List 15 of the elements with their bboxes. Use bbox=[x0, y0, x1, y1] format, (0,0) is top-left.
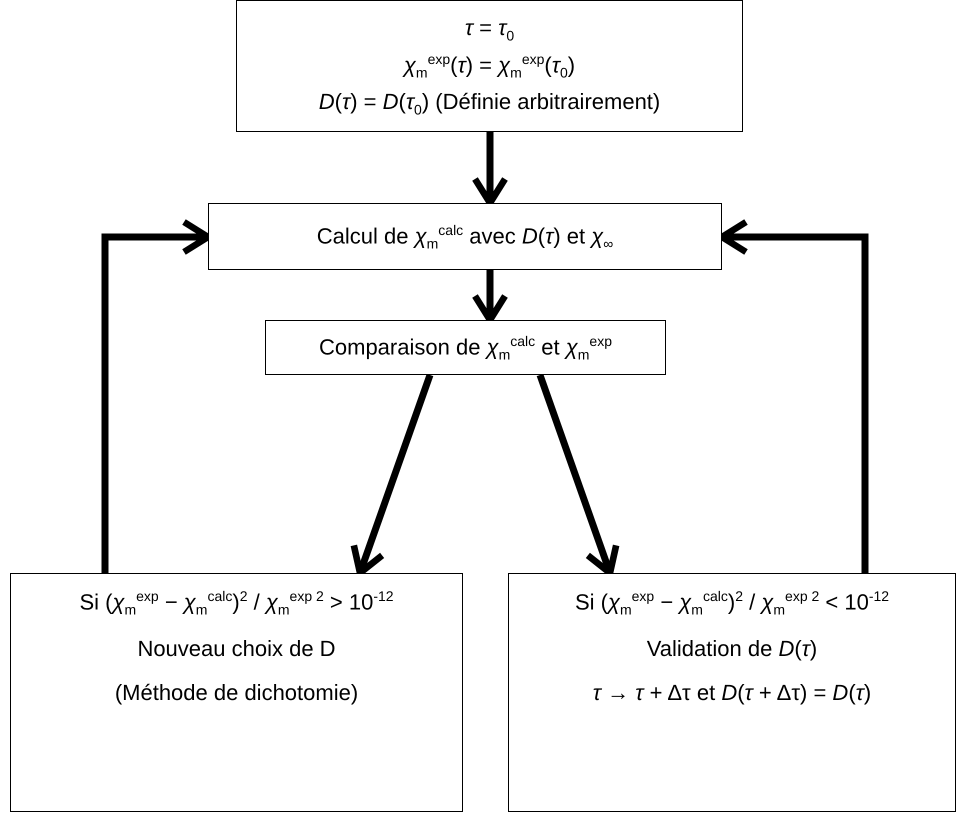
box-text: Calcul de χ$_{m}$$^{calc}$ avec D(τ) et χ$_{∞}$ bbox=[316, 222, 614, 252]
box-text: Si (χ$_{m}$$^{exp}$ − χ$_{m}$$^{calc}$)$^{2}$ / χ$_{m}$$^{exp 2}$ > 10$^{-12}$ bbox=[79, 588, 394, 618]
box-text: D(τ) = D(τ$_{0}$) (Définie arbitrairement) bbox=[318, 89, 660, 118]
box-text: (Méthode de dichotomie) bbox=[114, 680, 358, 706]
box-text: τ = τ$_{0}$ bbox=[464, 15, 514, 44]
box-text: Nouveau choix de D bbox=[137, 636, 336, 662]
process-box bbox=[265, 320, 666, 375]
process-box bbox=[508, 573, 956, 812]
process-box bbox=[10, 573, 463, 812]
box-text: χ$_{m}$$^{exp}$(τ) = χ$_{m}$$^{exp}$(τ$_{0}$) bbox=[404, 51, 576, 82]
box-text: Si (χ$_{m}$$^{exp}$ − χ$_{m}$$^{calc}$)$^{2}$ / χ$_{m}$$^{exp 2}$ < 10$^{-12}$ bbox=[574, 588, 890, 618]
box-text: τ → τ + Δτ et D(τ + Δτ) = D(τ) bbox=[592, 680, 872, 706]
process-box bbox=[236, 0, 743, 132]
process-box bbox=[208, 203, 722, 270]
box-text: Validation de D(τ) bbox=[646, 636, 818, 662]
